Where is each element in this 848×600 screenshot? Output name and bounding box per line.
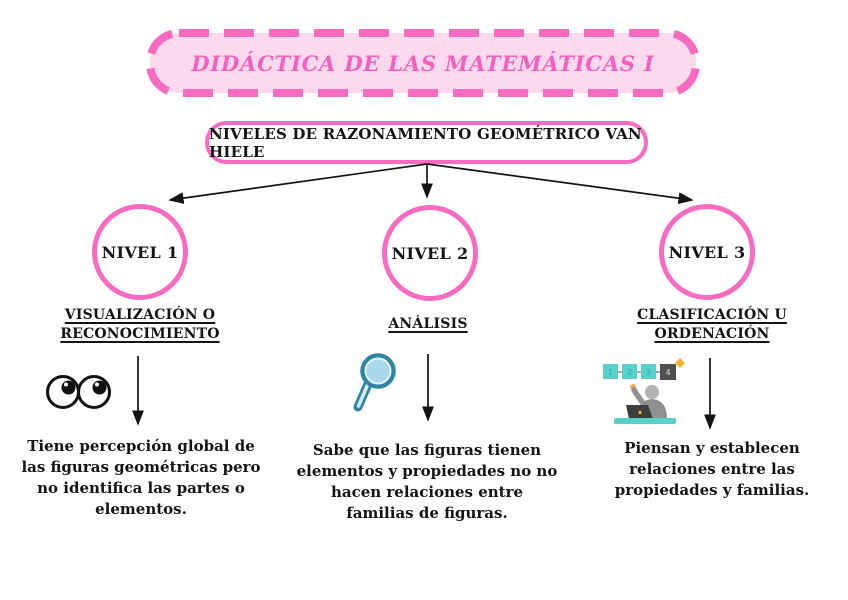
person-sorting-icon: 1 2 3 4: [603, 358, 685, 424]
heading-analisis: ANÁLISIS: [388, 316, 468, 332]
eyes-icon: [46, 375, 111, 409]
page-title: DIDÁCTICA DE LAS MATEMÁTICAS I: [191, 50, 655, 76]
svg-text:1: 1: [608, 368, 613, 377]
svg-text:4: 4: [665, 368, 670, 377]
description-nivel-2: Sabe que las figuras tienen elementos y …: [296, 441, 558, 522]
svg-text:3: 3: [646, 368, 651, 377]
node-nivel-2: NIVEL 2: [382, 205, 478, 301]
magnifier-icon: [353, 353, 396, 412]
heading-visualizacion: VISUALIZACIÓN O RECONOCIMIENTO: [60, 307, 220, 342]
svg-text:2: 2: [627, 368, 632, 377]
root-node-title: NIVELES DE RAZONAMIENTO GEOMÉTRICO VAN H…: [205, 121, 648, 164]
description-nivel-3: Piensan y establecen relaciones entre la…: [614, 439, 810, 499]
node-nivel-3: NIVEL 3: [659, 204, 755, 300]
heading-clasificacion: CLASIFICACIÓN U ORDENACIÓN: [637, 307, 787, 342]
description-nivel-1: Tiene percepción global de las figuras g…: [21, 437, 261, 518]
node-nivel-1: NIVEL 1: [92, 204, 188, 300]
title-frame: [146, 29, 700, 97]
